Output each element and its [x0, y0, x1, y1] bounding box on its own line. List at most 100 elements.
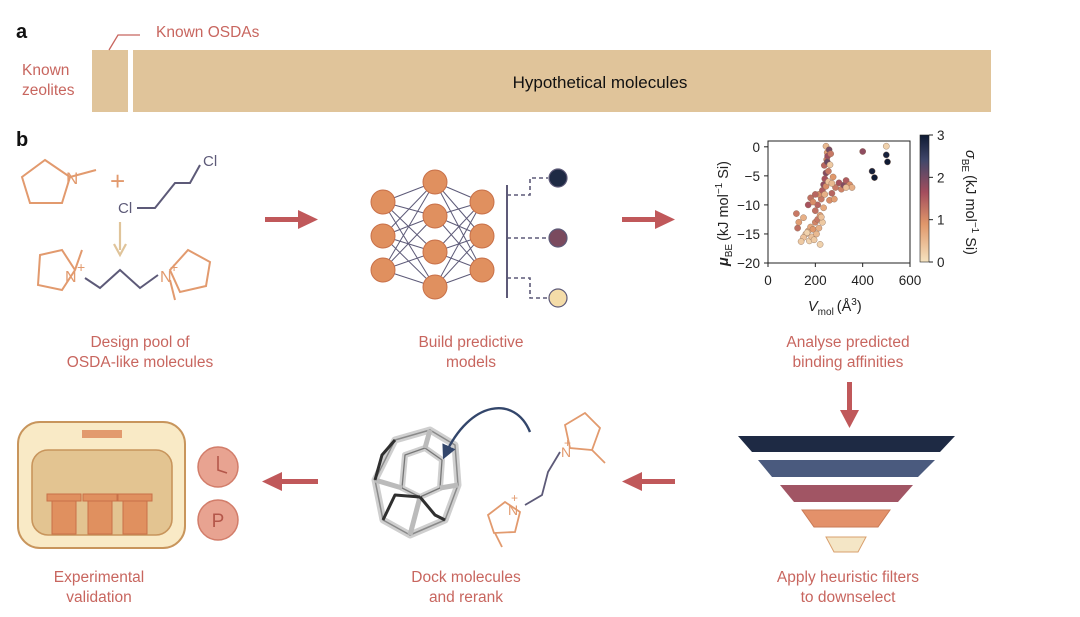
- design-label-line2: OSDA-like molecules: [67, 354, 214, 371]
- scatter-point: [814, 201, 822, 209]
- y-axis-subscript: BE: [724, 244, 735, 258]
- scatter-point: [827, 150, 835, 158]
- scatter-point: [828, 189, 836, 197]
- scatter-point: [813, 230, 820, 238]
- nn-node-layer-3: [469, 257, 495, 283]
- nn-connections: [382, 181, 483, 288]
- arrow-design-to-build: [265, 210, 318, 229]
- x-axis-label: Vmol(Å3): [808, 297, 862, 318]
- docked-osda-molecule: N + N +: [486, 411, 606, 548]
- nn-node-layer-2: [422, 239, 448, 265]
- nn-node-layer-3: [469, 189, 495, 215]
- scatter-point: [883, 142, 890, 150]
- funnel-level-1: [738, 436, 955, 452]
- analyse-label-line2: binding affinities: [793, 354, 904, 371]
- scatter-point: [803, 229, 811, 237]
- colorbar-unit: (kJ mol: [962, 175, 978, 222]
- colorbar-close: Si): [962, 233, 978, 255]
- dock-n-top: N: [561, 444, 571, 460]
- arrow-build-to-analyse: [622, 210, 675, 229]
- lab-handle: [82, 430, 122, 438]
- scatter-point: [820, 204, 827, 212]
- y-axis-close: Si): [716, 161, 732, 183]
- known-osdas-leader: [108, 34, 140, 51]
- colorbar-tick-label: 3: [937, 128, 945, 143]
- nn-node-layer-1: [370, 189, 396, 215]
- colorbar-ticks: 0 1 2 3: [929, 128, 945, 270]
- colorbar-tick-label: 0: [937, 255, 945, 270]
- nn-output-link: [507, 277, 548, 299]
- output-node-mid: [548, 228, 568, 248]
- y-tick-label: −20: [737, 256, 760, 271]
- nn-output-link: [507, 177, 548, 196]
- docking-illustration: N + N +: [371, 407, 606, 548]
- scatter-point: [809, 198, 817, 206]
- y-tick-label: −15: [737, 227, 760, 242]
- pyrrolidine-ring: [20, 158, 72, 204]
- cl-top-label: Cl: [203, 153, 217, 170]
- neural-network: [370, 168, 568, 308]
- panel-b-letter: b: [16, 129, 28, 151]
- arrow-filter-to-dock: [622, 472, 675, 491]
- filter-label-line2: to downselect: [801, 589, 896, 606]
- scatter-point: [797, 238, 805, 245]
- arrow-analyse-to-filter: [840, 382, 859, 428]
- y-tick-label: −10: [737, 198, 760, 213]
- x-tick-label: 0: [764, 273, 772, 288]
- plus-sign: +: [110, 166, 125, 196]
- dock-n-bottom: N: [508, 502, 518, 518]
- scatter-point: [859, 148, 867, 155]
- x-tick-label: 200: [804, 273, 827, 288]
- nn-node-layer-2: [422, 169, 448, 195]
- analyse-label-line1: Analyse predicted: [786, 334, 909, 351]
- validate-label-line2: validation: [66, 589, 132, 606]
- plot-frame: [767, 140, 911, 264]
- known-zeolites-bar: [92, 50, 128, 112]
- colorbar-tick-label: 1: [937, 213, 945, 228]
- y-axis-unit: (kJ mol: [716, 194, 732, 241]
- colorbar: [919, 134, 930, 263]
- colorbar-sup: −1: [969, 222, 980, 234]
- scatter-point: [821, 191, 829, 198]
- validate-label-line1: Experimental: [54, 569, 144, 586]
- scatter-point: [831, 195, 838, 203]
- scatter-point: [795, 218, 803, 226]
- nn-edge: [382, 181, 436, 271]
- scatter-point: [804, 201, 812, 209]
- dock-label-line2: and rerank: [429, 589, 503, 606]
- output-node-light: [548, 288, 568, 308]
- x-tick-label: 600: [899, 273, 922, 288]
- funnel-level-3: [780, 485, 913, 502]
- colorbar-subscript: BE: [959, 159, 970, 173]
- arrow-dock-to-validate: [262, 472, 318, 491]
- nn-node-layer-1: [370, 257, 396, 283]
- scatter-point: [825, 167, 832, 175]
- clock-hands: [217, 456, 228, 474]
- scatter-point: [828, 180, 836, 187]
- nn-node-layer-2: [422, 203, 448, 229]
- panel-a-letter: a: [16, 21, 28, 43]
- y-axis-label: μBE(kJ mol−1 Si): [714, 161, 735, 267]
- dock-plus-top: +: [564, 436, 571, 450]
- y-axis-symbol: μ: [716, 257, 732, 267]
- x-axis-sup: 3: [851, 297, 857, 308]
- colorbar-symbol: σ: [962, 150, 978, 160]
- funnel-level-2: [758, 460, 935, 477]
- known-zeolites-label-line1: Known: [22, 62, 69, 79]
- pressure-icon: [197, 499, 239, 541]
- filter-label-line1: Apply heuristic filters: [777, 569, 919, 586]
- output-node-dark: [548, 168, 568, 188]
- colorbar-tick-label: 2: [937, 170, 945, 185]
- x-tick-label: 400: [851, 273, 874, 288]
- x-axis-subscript: mol: [818, 307, 834, 318]
- scatter-point: [818, 213, 825, 221]
- y-tick-label: −5: [745, 169, 760, 184]
- scatter-point: [800, 214, 807, 221]
- x-axis-symbol: V: [808, 299, 819, 315]
- build-label-line2: models: [446, 354, 496, 371]
- scatter-point: [812, 191, 819, 198]
- dock-arrow: [442, 407, 532, 460]
